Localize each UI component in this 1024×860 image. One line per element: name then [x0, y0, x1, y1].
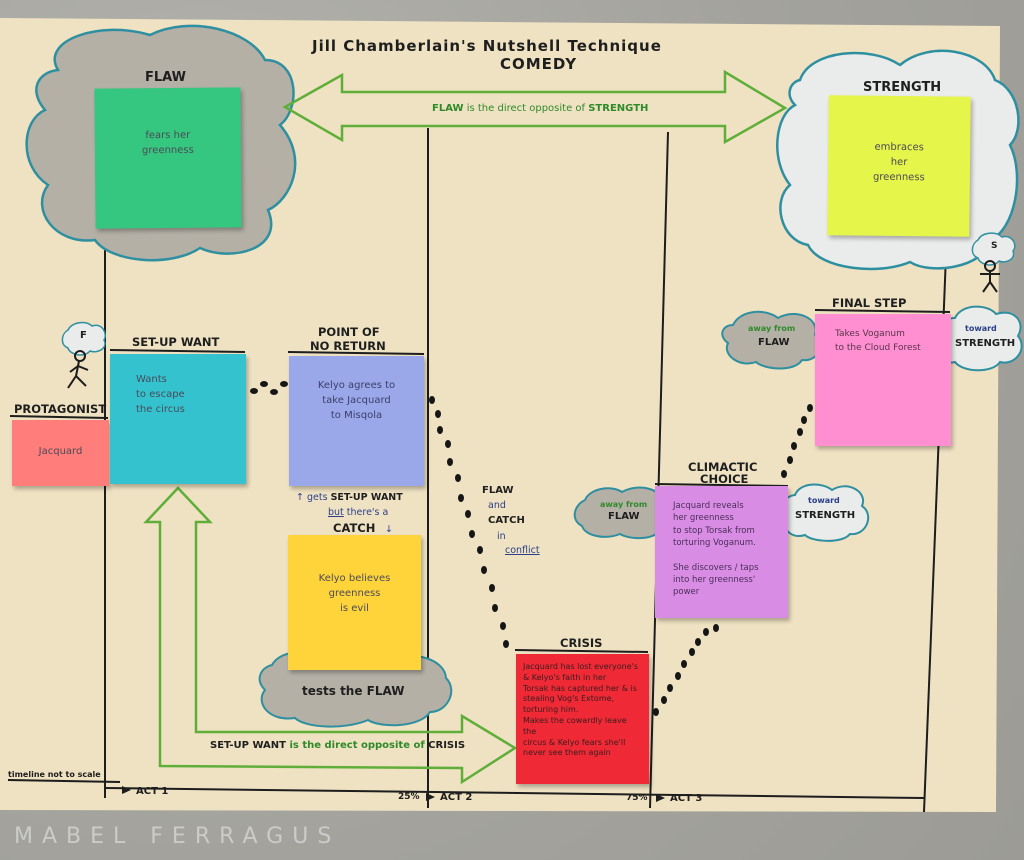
timeline-75pct: 75% [626, 793, 648, 803]
final-step-rule [814, 309, 951, 313]
setup-crisis-text: SET-UP WANT is the direct opposite of CR… [210, 740, 465, 751]
flaw-strength-text-c: STRENGTH [588, 103, 649, 114]
away-flaw-2-line2: FLAW [758, 337, 790, 348]
ponr-label-line1: POINT OF [318, 325, 380, 339]
gets-setup-line2-b: there's a [343, 507, 389, 518]
climactic-label-line1: CLIMACTIC [688, 460, 758, 474]
gets-setup-line1-b: SET-UP WANT [330, 492, 403, 503]
stick-figure-walking [67, 350, 89, 389]
timeline-note: timeline not to scale [8, 770, 101, 779]
ponr-label-line2: NO RETURN [310, 339, 386, 353]
protagonist-rule [9, 415, 109, 419]
badge-f: F [80, 330, 87, 341]
conflict-line4: in [497, 531, 506, 542]
setup-want-rule [109, 349, 246, 353]
catch-label: CATCH [333, 521, 376, 535]
crisis-label: CRISIS [560, 636, 603, 650]
timeline-act3: ACT 3 [670, 793, 703, 804]
ponr-rule [287, 351, 425, 355]
catch-note: Kelyo believes greenness is evil [288, 535, 421, 670]
conflict-line1: FLAW [482, 485, 514, 496]
crisis-note: Jacquard has lost everyone's & Kelyo's f… [516, 654, 649, 784]
setup-want-note: Wants to escape the circus [110, 354, 246, 484]
climactic-rule [654, 483, 789, 487]
catch-down-arrow: ↓ [385, 524, 393, 535]
toward-strength-2-line2: STRENGTH [955, 338, 1016, 349]
gets-setup-line2: but there's a [328, 507, 388, 518]
act3-marker [656, 794, 665, 802]
setup-crisis-text-b: is the direct opposite of [285, 740, 429, 751]
protagonist-label: PROTAGONIST [14, 402, 107, 416]
page-subtitle: Comedy [500, 55, 578, 73]
gets-setup-line1-a: ↑ gets [296, 492, 331, 503]
final-step-note: Takes Voganum to the Cloud Forest [815, 314, 951, 446]
flaw-strength-text-a: FLAW [432, 103, 464, 114]
timeline-axis [104, 787, 925, 799]
away-flaw-2-line1: away from [748, 324, 796, 333]
flaw-strength-arrow [282, 69, 788, 145]
timeline-stub [7, 779, 121, 783]
timeline-25pct: 25% [398, 792, 420, 802]
away-flaw-1-line2: FLAW [608, 511, 640, 522]
page-title: Jill Chamberlain's Nutshell Technique [312, 37, 662, 55]
setup-crisis-arrow [143, 486, 518, 785]
act1-marker [122, 786, 131, 794]
away-flaw-1-line1: away from [600, 500, 648, 509]
climactic-note: Jacquard reveals her greenness to stop T… [655, 486, 788, 618]
flaw-note: fears her greenness [94, 87, 242, 229]
final-step-label: FINAL STEP [832, 296, 907, 310]
stick-figure-standing [980, 260, 1000, 293]
footsteps [250, 381, 813, 716]
badge-s-cloud [971, 232, 1016, 266]
conflict-line5: conflict [505, 545, 540, 556]
flaw-label: FLAW [145, 70, 186, 85]
toward-strength-2-line1: toward [965, 324, 997, 333]
act3-line [649, 131, 669, 809]
timeline-act2: ACT 2 [440, 792, 473, 803]
conflict-line3: CATCH [488, 515, 525, 526]
badge-f-cloud [61, 321, 106, 356]
gets-setup-line2-a: but [328, 507, 344, 518]
toward-strength-1-line2: STRENGTH [795, 510, 856, 521]
badge-s: S [991, 241, 998, 251]
crisis-rule [514, 649, 649, 653]
climactic-label-line2: CHOICE [700, 472, 749, 486]
setup-crisis-text-a: SET-UP WANT [210, 740, 286, 751]
away-from-flaw-cloud-2 [721, 310, 821, 370]
conflict-line2: and [488, 500, 506, 511]
act2-marker [426, 793, 435, 801]
ponr-note: Kelyo agrees to take Jacquard to Misqola [289, 356, 424, 486]
watermark: MABEL FERRAGUS [14, 824, 341, 849]
toward-strength-1-line1: toward [808, 496, 840, 505]
gets-setup-line1: ↑ gets SET-UP WANT [296, 492, 403, 503]
flaw-strength-text-b: is the direct opposite of [463, 103, 589, 114]
tests-flaw-label: tests the FLAW [302, 684, 405, 698]
timeline-act1: ACT 1 [136, 786, 169, 797]
protagonist-note: Jacquard [12, 420, 109, 486]
strength-note: embraces her greenness [827, 95, 971, 237]
setup-crisis-text-c: CRISIS [428, 740, 466, 751]
setup-want-label: SET-UP WANT [132, 335, 220, 349]
flaw-strength-text: FLAW is the direct opposite of STRENGTH [432, 103, 648, 114]
strength-label: STRENGTH [863, 80, 942, 95]
